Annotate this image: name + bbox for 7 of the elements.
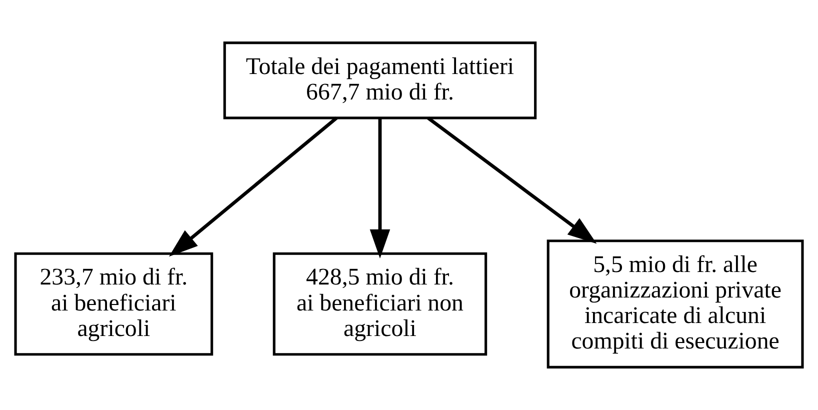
node-box: Totale dei pagamenti lattieri 667,7 mio di fr. (223, 42, 537, 120)
arrow (168, 116, 338, 257)
arrow (427, 116, 597, 244)
arrow (370, 118, 390, 258)
node-box: 428,5 mio di fr. ai beneficiari non agricoli (272, 252, 488, 356)
node-box: 5,5 mio di fr. alle organizzazioni private incaricate di alcuni compiti di esecuzione (546, 240, 804, 368)
node-box: 233,7 mio di fr. ai beneficiari agricoli (14, 252, 214, 356)
